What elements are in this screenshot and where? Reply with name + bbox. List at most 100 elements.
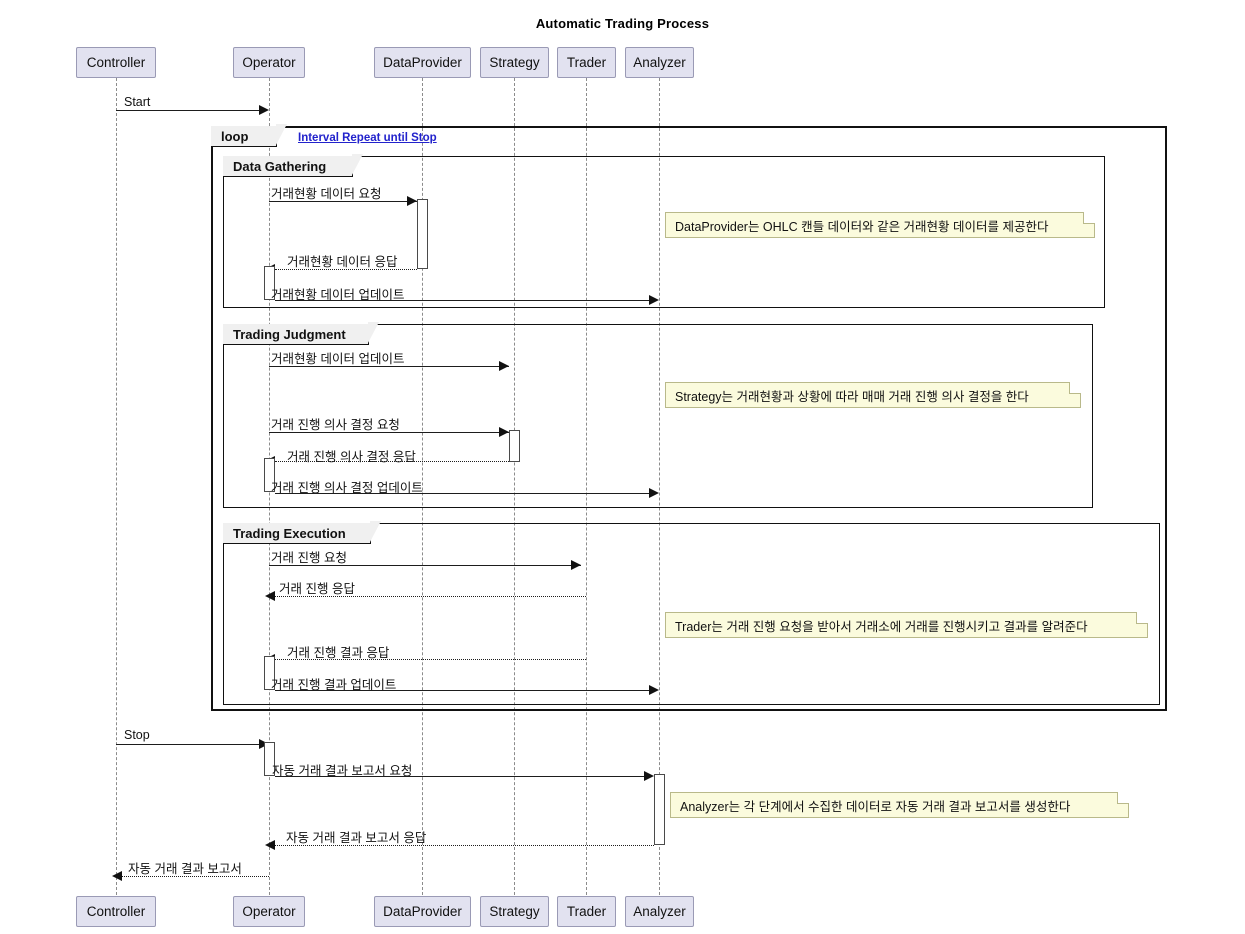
frame-data-gathering [223, 156, 1105, 308]
frame-loop-label-text: loop [221, 128, 249, 144]
message-line-m04 [275, 300, 654, 301]
participant-label: DataProvider [383, 55, 462, 70]
message-line-m07 [275, 461, 509, 462]
participant-trader-top[interactable]: Trader [557, 47, 616, 78]
message-label-m03: 거래현황 데이터 응답 [287, 255, 398, 269]
lifeline-strategy [514, 78, 515, 895]
participant-label: DataProvider [383, 904, 462, 919]
message-arrowhead-m10 [265, 591, 275, 601]
message-label-m09: 거래 진행 요청 [271, 551, 347, 565]
frame-trading-judgment [223, 324, 1093, 508]
participant-controller-bottom[interactable]: Controller [76, 896, 156, 927]
message-line-m15 [275, 845, 654, 846]
message-line-m01 [116, 110, 264, 111]
message-label-m07: 거래 진행 의사 결정 응답 [287, 450, 416, 464]
activation-operator-4 [264, 742, 275, 776]
message-line-m10 [275, 596, 586, 597]
note-analyzer: Analyzer는 각 단계에서 수집한 데이터로 자동 거래 결과 보고서를 … [670, 792, 1129, 818]
lifeline-trader [586, 78, 587, 895]
frame-loop-condition: Interval Repeat until Stop [298, 132, 437, 144]
message-label-m06: 거래 진행 의사 결정 요청 [271, 418, 400, 432]
message-arrowhead-m14 [644, 771, 654, 781]
message-line-m06 [269, 432, 509, 433]
note-fold-icon [1069, 382, 1081, 394]
frame-trading-execution [223, 523, 1160, 705]
message-arrowhead-m12 [649, 685, 659, 695]
message-arrowhead-m02 [407, 196, 417, 206]
participant-label: Strategy [489, 55, 540, 70]
activation-analyzer-1 [654, 774, 665, 845]
message-label-m14: 자동 거래 결과 보고서 요청 [272, 764, 413, 778]
note-fold-icon [1136, 612, 1148, 624]
message-label-m05: 거래현황 데이터 업데이트 [271, 352, 405, 366]
note-text: Analyzer는 각 단계에서 수집한 데이터로 자동 거래 결과 보고서를 … [680, 799, 1071, 814]
activation-dataprovider-1 [417, 199, 428, 269]
participant-label: Analyzer [633, 55, 686, 70]
note-fold-icon [1083, 212, 1095, 224]
frame-data-gathering-label-text: Data Gathering [233, 158, 327, 174]
message-line-m16 [122, 876, 269, 877]
activation-operator-2 [264, 458, 275, 492]
message-label-m02: 거래현황 데이터 요청 [271, 187, 382, 201]
note-strategy: Strategy는 거래현황과 상황에 따라 매매 거래 진행 의사 결정을 한… [665, 382, 1081, 408]
message-line-m13 [116, 744, 264, 745]
participant-strategy-bottom[interactable]: Strategy [480, 896, 549, 927]
message-label-m12: 거래 진행 결과 업데이트 [271, 678, 397, 692]
frame-trading-judgment-label: Trading Judgment [223, 322, 379, 345]
message-label-m08: 거래 진행 의사 결정 업데이트 [271, 481, 423, 495]
participant-label: Trader [566, 904, 607, 919]
message-label-m16: 자동 거래 결과 보고서 [128, 862, 242, 876]
message-line-m14 [275, 776, 644, 777]
message-line-m02 [269, 201, 417, 202]
participant-dataprovider-top[interactable]: DataProvider [374, 47, 471, 78]
participant-label: Controller [86, 55, 146, 70]
note-fold-icon [1117, 792, 1129, 804]
frame-data-gathering-label: Data Gathering [223, 154, 363, 177]
message-arrowhead-m05 [499, 361, 509, 371]
participant-analyzer-bottom[interactable]: Analyzer [625, 896, 694, 927]
participant-analyzer-top[interactable]: Analyzer [625, 47, 694, 78]
activation-operator-1 [264, 266, 275, 300]
message-line-m08 [275, 493, 654, 494]
frame-trading-execution-label-text: Trading Execution [233, 525, 346, 541]
lifeline-analyzer [659, 78, 660, 895]
participant-dataprovider-bottom[interactable]: DataProvider [374, 896, 471, 927]
participant-operator-top[interactable]: Operator [233, 47, 305, 78]
participant-trader-bottom[interactable]: Trader [557, 896, 616, 927]
message-label-m04: 거래현황 데이터 업데이트 [271, 288, 405, 302]
message-label-m10: 거래 진행 응답 [279, 582, 355, 596]
participant-label: Analyzer [633, 904, 686, 919]
message-label-m15: 자동 거래 결과 보고서 응답 [286, 831, 427, 845]
page-title: Automatic Trading Process [535, 16, 710, 31]
participant-label: Trader [566, 55, 607, 70]
participant-controller-top[interactable]: Controller [76, 47, 156, 78]
note-text: DataProvider는 OHLC 캔들 데이터와 같은 거래현황 데이터를 … [675, 219, 1049, 234]
participant-label: Operator [242, 904, 296, 919]
message-line-m03 [275, 269, 417, 270]
frame-loop [211, 126, 1167, 711]
message-line-m11 [275, 659, 586, 660]
message-label-m11: 거래 진행 결과 응답 [287, 646, 390, 660]
message-label-m13: Stop [124, 728, 150, 742]
activation-strategy-1 [509, 430, 520, 462]
message-arrowhead-m09 [571, 560, 581, 570]
message-arrowhead-m15 [265, 840, 275, 850]
message-line-m12 [275, 690, 654, 691]
message-line-m09 [269, 565, 581, 566]
participant-label: Controller [86, 904, 146, 919]
message-arrowhead-m08 [649, 488, 659, 498]
lifeline-controller [116, 78, 117, 895]
participant-label: Strategy [489, 904, 540, 919]
note-text: Strategy는 거래현황과 상황에 따라 매매 거래 진행 의사 결정을 한… [675, 389, 1029, 404]
frame-trading-execution-label: Trading Execution [223, 521, 381, 544]
message-arrowhead-m06 [499, 427, 509, 437]
message-arrowhead-m16 [112, 871, 122, 881]
participant-operator-bottom[interactable]: Operator [233, 896, 305, 927]
message-line-m05 [269, 366, 509, 367]
message-arrowhead-m01 [259, 105, 269, 115]
message-label-m01: Start [124, 95, 151, 109]
participant-label: Operator [242, 55, 296, 70]
participant-strategy-top[interactable]: Strategy [480, 47, 549, 78]
activation-operator-3 [264, 656, 275, 690]
